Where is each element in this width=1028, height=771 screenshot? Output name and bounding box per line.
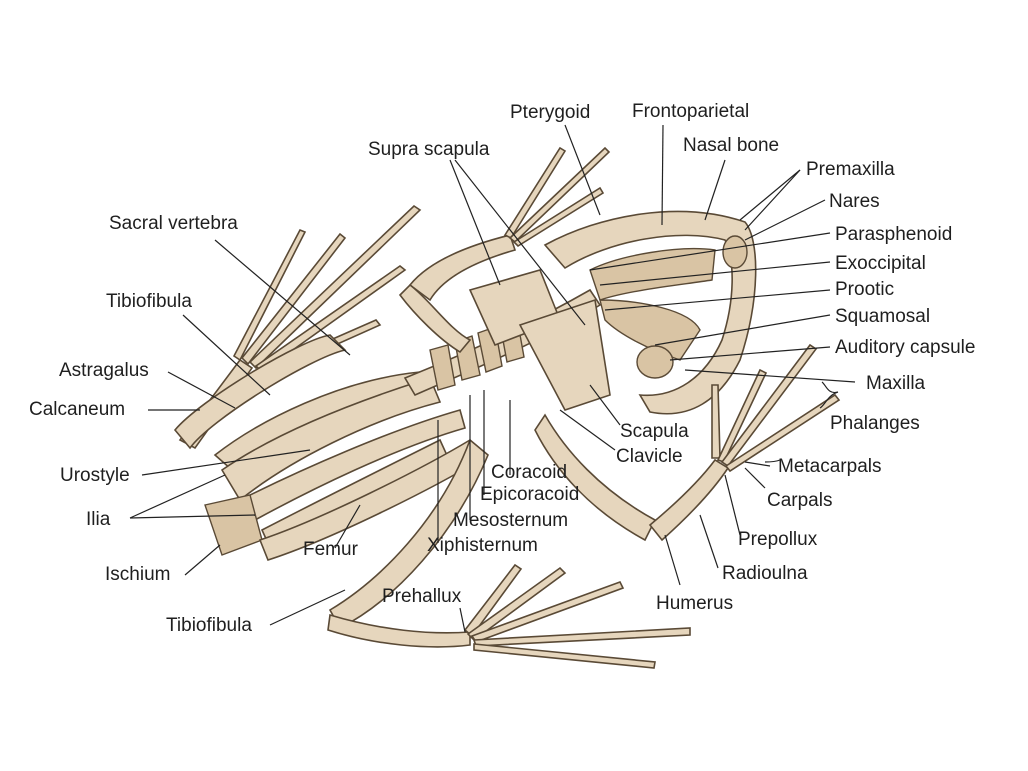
label-frontoparietal: Frontoparietal — [632, 101, 750, 122]
label-astragalus: Astragalus — [59, 360, 149, 381]
label-femur: Femur — [303, 539, 358, 560]
label-radioulna: Radioulna — [722, 563, 808, 584]
label-prehallux: Prehallux — [382, 586, 462, 607]
label-prootic: Prootic — [835, 279, 895, 300]
forelimb — [534, 343, 841, 542]
label-tibiofibula-upper: Tibiofibula — [106, 291, 192, 312]
label-phalanges: Phalanges — [830, 413, 920, 434]
label-tibiofibula-lower: Tibiofibula — [166, 615, 252, 636]
label-maxilla: Maxilla — [866, 373, 926, 394]
leader-lines — [129, 124, 856, 633]
label-xiphisternum: Xiphisternum — [427, 535, 538, 556]
label-nasal-bone: Nasal bone — [683, 135, 780, 156]
label-calcaneum: Calcaneum — [29, 399, 126, 420]
label-auditory-capsule: Auditory capsule — [835, 337, 976, 358]
label-scapula: Scapula — [620, 421, 689, 442]
label-supra-scapula: Supra scapula — [368, 139, 490, 160]
label-premaxilla: Premaxilla — [806, 159, 895, 180]
upper-hand-digits — [503, 146, 611, 248]
brackets — [764, 381, 839, 463]
label-coracoid: Coracoid — [491, 462, 568, 483]
label-carpals: Carpals — [767, 490, 833, 511]
label-squamosal: Squamosal — [835, 306, 931, 327]
skull — [543, 210, 757, 415]
label-mesosternum: Mesosternum — [453, 510, 569, 531]
label-clavicle: Clavicle — [616, 446, 683, 467]
label-parasphenoid: Parasphenoid — [835, 224, 953, 245]
label-metacarpals: Metacarpals — [778, 456, 882, 477]
label-urostyle: Urostyle — [60, 465, 130, 486]
label-ischium: Ischium — [105, 564, 171, 585]
label-sacral-vertebra: Sacral vertebra — [109, 213, 238, 234]
label-ilia: Ilia — [86, 509, 111, 530]
label-pterygoid: Pterygoid — [510, 102, 591, 123]
label-prepollux: Prepollux — [738, 529, 818, 550]
label-nares: Nares — [829, 191, 880, 212]
label-epicoracoid: Epicoracoid — [480, 484, 580, 505]
label-exoccipital: Exoccipital — [835, 253, 926, 274]
shoulder-girdle — [398, 234, 611, 411]
label-humerus: Humerus — [656, 593, 734, 614]
upper-foot-toes — [232, 204, 422, 378]
lower-leg-bones — [327, 438, 691, 669]
